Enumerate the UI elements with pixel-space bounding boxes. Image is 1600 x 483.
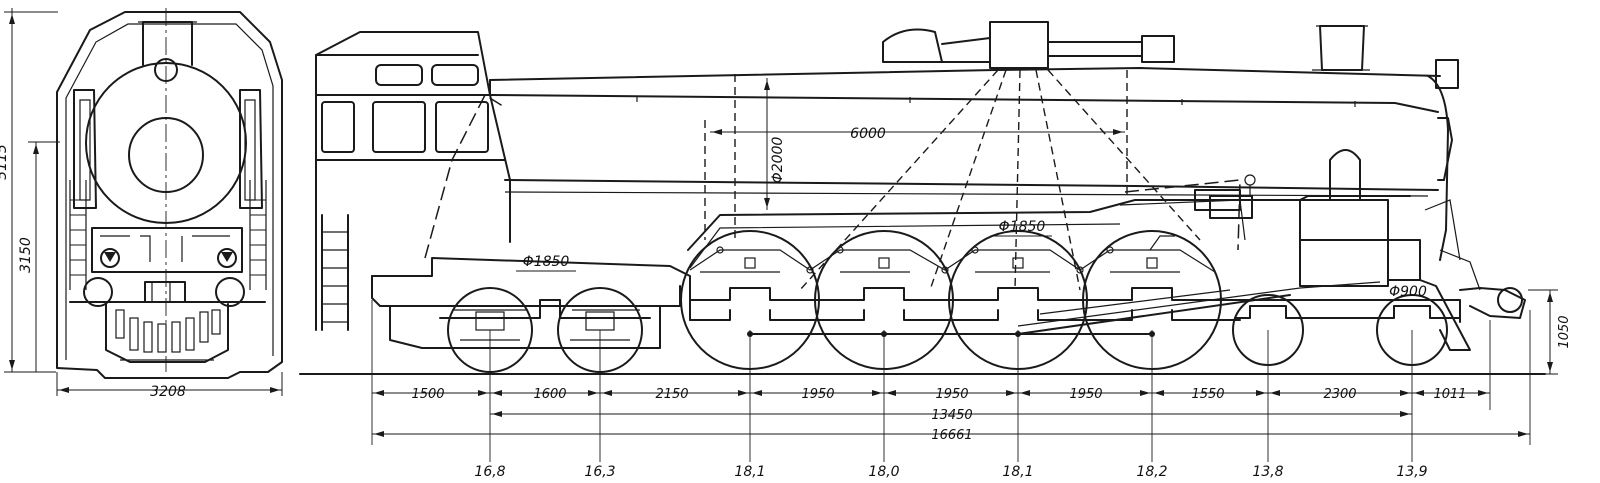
axle-load-4: 18,0 bbox=[868, 464, 899, 480]
spacing-label-5: 1950 bbox=[935, 387, 968, 402]
leading-wheel-diameter-label: Φ900 bbox=[1389, 284, 1427, 300]
spacing-label-6: 1950 bbox=[1069, 387, 1102, 402]
driving-wheel-diameter-label-1: Φ1850 bbox=[999, 219, 1046, 235]
dimension-chain: 1500 1600 2150 1950 1950 1950 1550 2300 … bbox=[371, 300, 1531, 462]
side-view: 6000 Φ2000 bbox=[299, 21, 1572, 375]
buffer-height-label: 1050 bbox=[1557, 315, 1572, 348]
front-axis-height-label: 3150 bbox=[18, 237, 34, 273]
axle-load-6: 18,2 bbox=[1136, 464, 1167, 480]
overall-length-label: 16661 bbox=[931, 428, 972, 443]
axle-load-5: 18,1 bbox=[1002, 464, 1033, 480]
front-view: 5115 3150 3208 bbox=[0, 8, 283, 400]
spacing-label-7: 1550 bbox=[1191, 387, 1224, 402]
spacing-label-3: 2150 bbox=[655, 387, 688, 402]
axle-load-2: 16,3 bbox=[584, 464, 615, 480]
spacing-label-2: 1600 bbox=[533, 387, 566, 402]
axle-loads: 16,8 16,3 18,1 18,0 18,1 18,2 13,8 13,9 bbox=[474, 464, 1427, 480]
axle-load-8: 13,9 bbox=[1396, 464, 1427, 480]
axle-load-3: 18,1 bbox=[734, 464, 765, 480]
axle-load-1: 16,8 bbox=[474, 464, 505, 480]
spacing-label-4: 1950 bbox=[801, 387, 834, 402]
spacing-label-8: 2300 bbox=[1323, 387, 1356, 402]
front-width-label: 3208 bbox=[150, 384, 186, 400]
spacing-label-1: 1500 bbox=[411, 387, 444, 402]
boiler-length-label: 6000 bbox=[850, 126, 886, 142]
front-height-label: 5115 bbox=[0, 144, 10, 180]
axle-load-7: 13,8 bbox=[1252, 464, 1283, 480]
boiler-diameter-label: Φ2000 bbox=[770, 137, 786, 184]
driving-wheel-diameter-label-2: Φ1850 bbox=[523, 254, 570, 270]
spacing-label-9: 1011 bbox=[1433, 387, 1466, 402]
wheelbase-label: 13450 bbox=[931, 408, 972, 423]
